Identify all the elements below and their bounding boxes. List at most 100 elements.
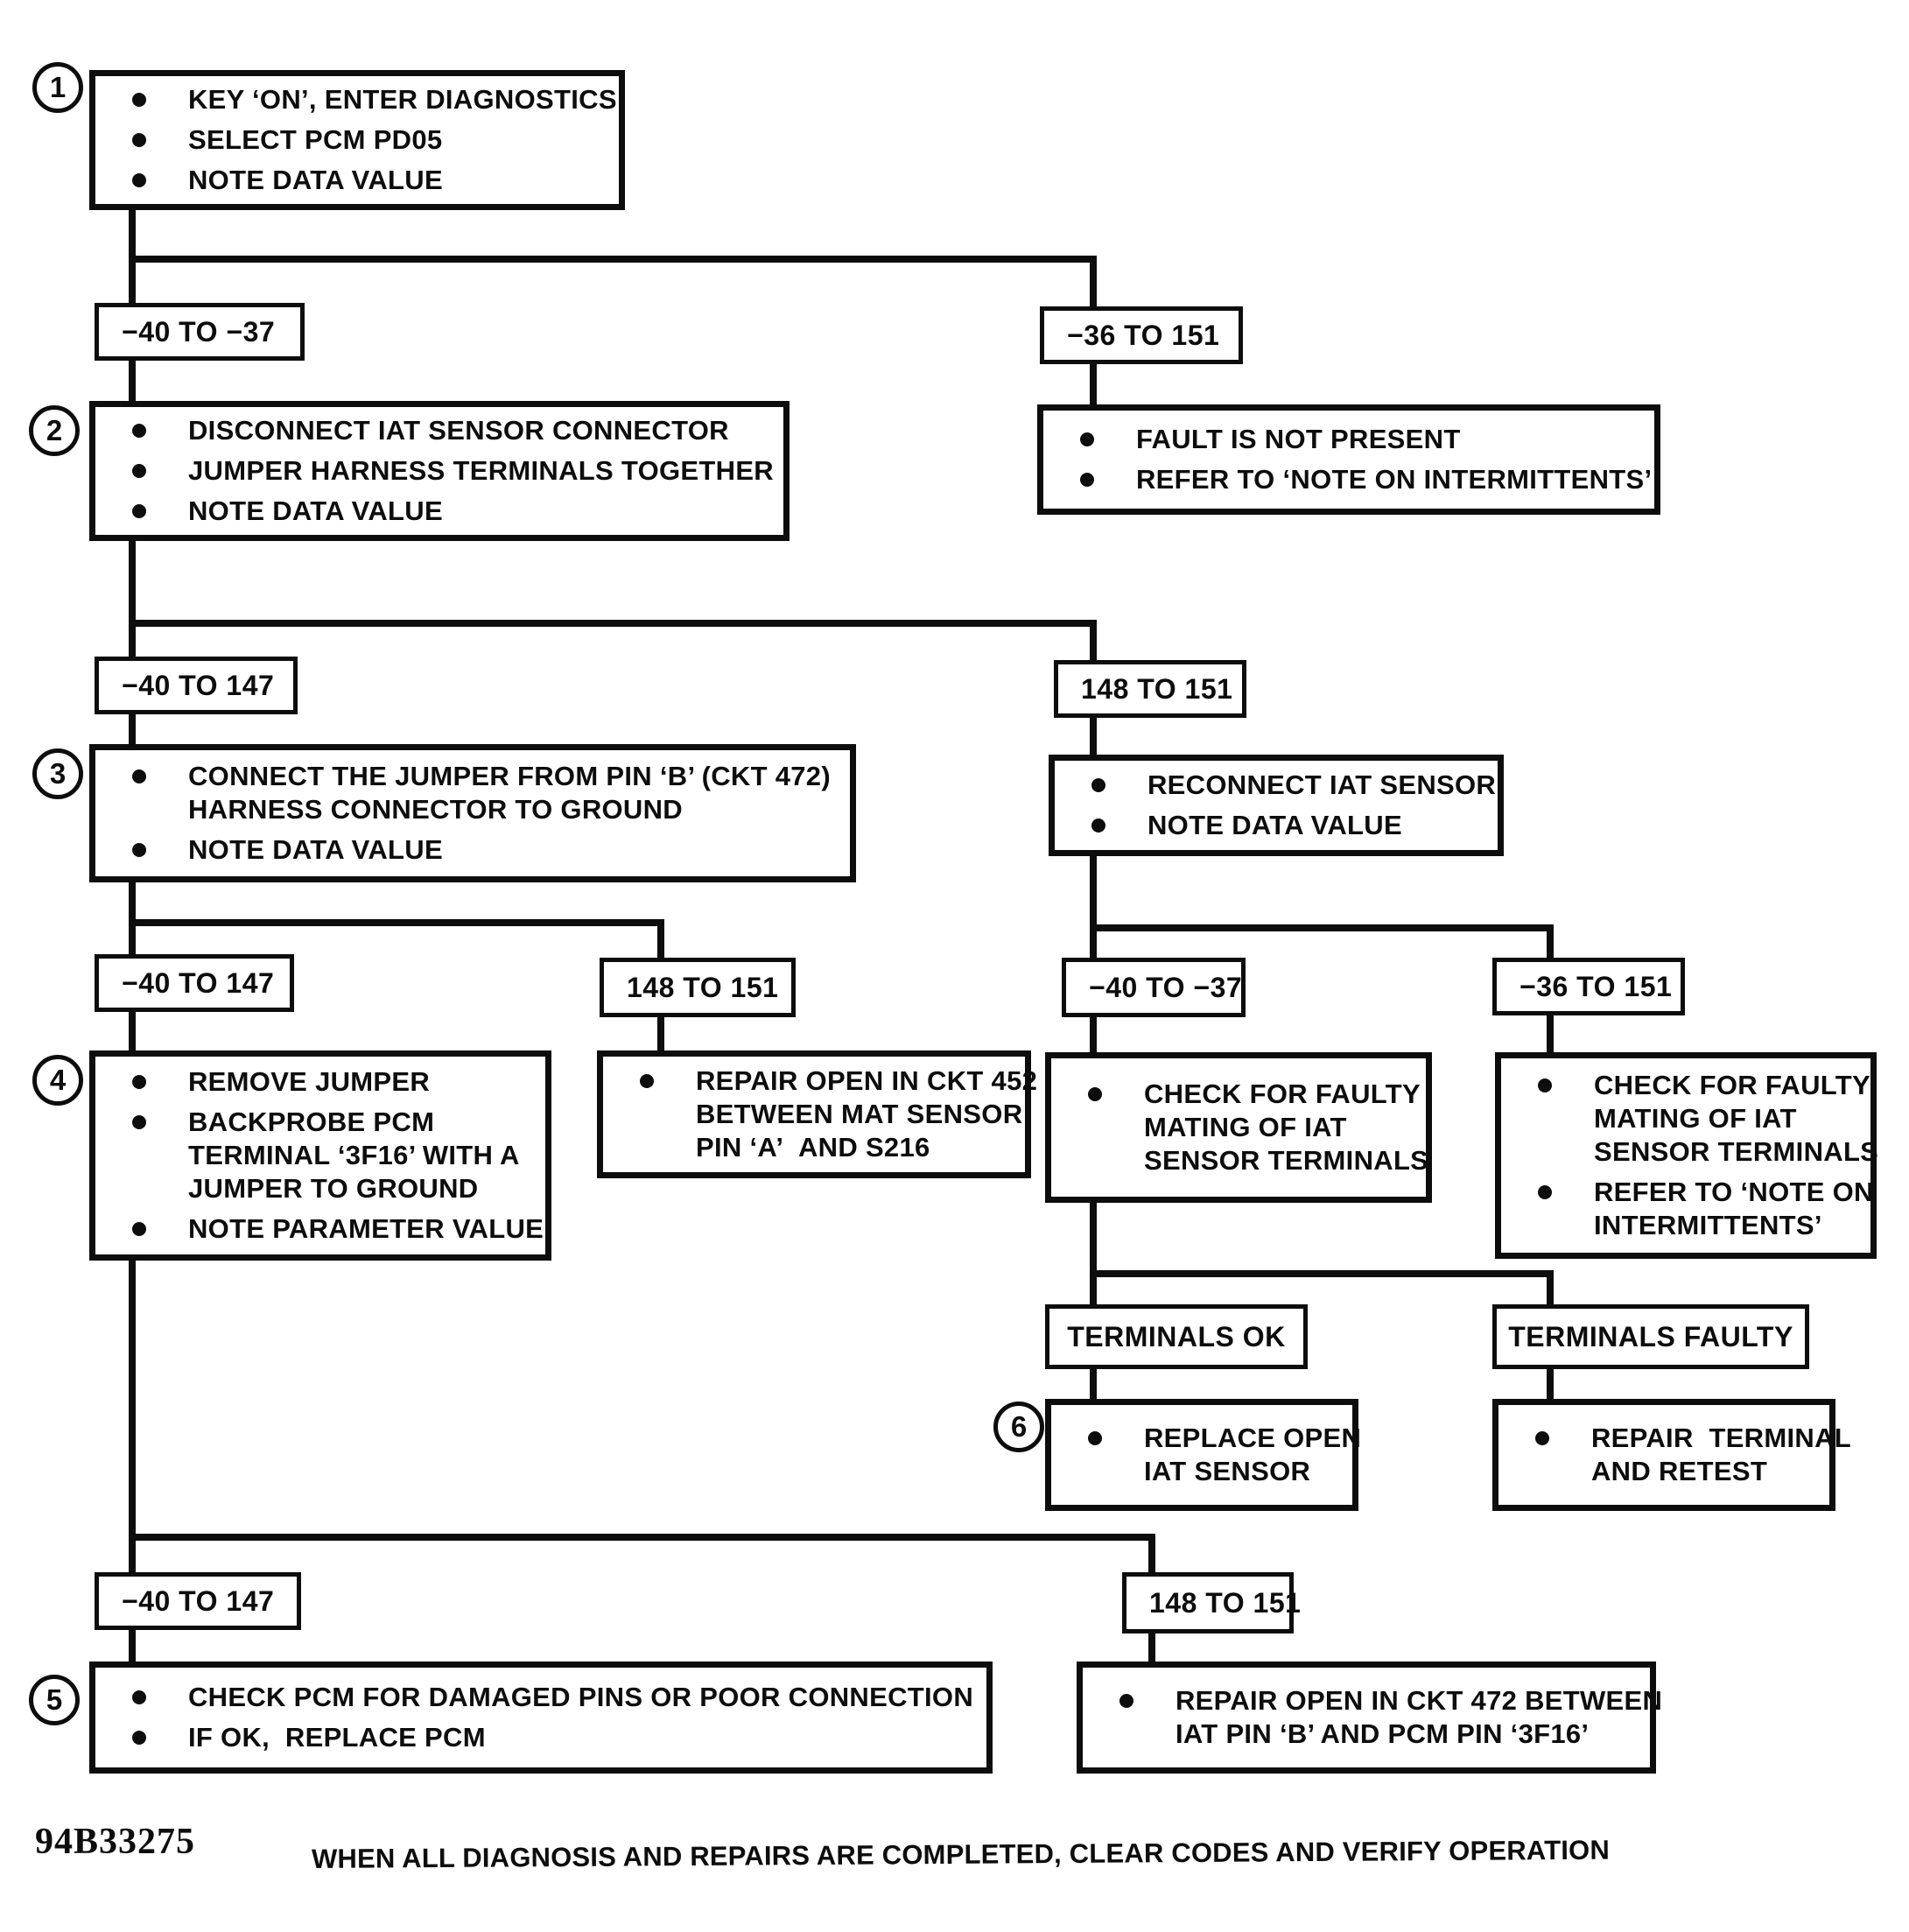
- bullet-line: IAT SENSOR: [1144, 1456, 1311, 1486]
- bullet-line: CONNECT THE JUMPER FROM PIN ‘B’ (CKT 472…: [188, 761, 831, 791]
- connector-line: [1547, 928, 1554, 968]
- connector-line: [129, 1259, 136, 1577]
- step-number-5: 5: [29, 1675, 80, 1725]
- bullet-dot: [1535, 1431, 1549, 1445]
- bullet-line: NOTE DATA VALUE: [1148, 810, 1402, 840]
- bullet-line: DISCONNECT IAT SENSOR CONNECTOR: [188, 415, 729, 446]
- bullet-line: NOTE DATA VALUE: [188, 165, 443, 195]
- bullet-line: JUMPER TO GROUND: [188, 1173, 479, 1204]
- connector-line: [129, 620, 1097, 627]
- bullet-line: REPAIR TERMINAL: [1591, 1423, 1851, 1453]
- bullet-dot: [1538, 1185, 1552, 1199]
- range-label-minus36-151: −36 TO 151: [1040, 306, 1243, 364]
- bullet-dot: [132, 504, 146, 518]
- bullet-dot: [1088, 1431, 1102, 1445]
- bullet-dot: [1088, 1087, 1102, 1101]
- bullet-item: DISCONNECT IAT SENSOR CONNECTOR: [111, 414, 768, 447]
- step-number-2: 2: [29, 405, 80, 456]
- bullet-dot: [640, 1074, 654, 1088]
- bullet-line: REPAIR OPEN IN CKT 452: [696, 1065, 1038, 1096]
- bullet-dot: [132, 769, 146, 783]
- bullet-line: REMOVE JUMPER: [188, 1066, 431, 1097]
- step1-box: KEY ‘ON’, ENTER DIAGNOSTICS SELECT PCM P…: [89, 70, 625, 210]
- step-number-1: 1: [32, 62, 83, 113]
- bullet-line: TERMINAL ‘3F16’ WITH A: [188, 1140, 520, 1170]
- bullet-item: NOTE PARAMETER VALUE: [111, 1212, 544, 1246]
- bullet-line: PIN ‘A’ AND S216: [696, 1132, 930, 1163]
- bullet-dot: [1538, 1078, 1552, 1092]
- bullet-dot: [132, 1690, 146, 1704]
- connector-line: [1547, 1012, 1554, 1059]
- bullet-line: NOTE PARAMETER VALUE: [188, 1213, 544, 1244]
- step2-box: DISCONNECT IAT SENSOR CONNECTOR JUMPER H…: [89, 401, 790, 541]
- bullet-dot: [1091, 818, 1105, 833]
- range-label-minus40-minus37: −40 TO −37: [1062, 958, 1246, 1017]
- bullet-line: CHECK FOR FAULTY: [1594, 1070, 1870, 1100]
- connector-line: [1090, 361, 1097, 410]
- bullet-item: IF OK, REPLACE PCM: [111, 1721, 971, 1754]
- bullet-line: REPLACE OPEN: [1144, 1423, 1362, 1453]
- range-label-minus40-147: −40 TO 147: [95, 954, 294, 1012]
- step3-box: CONNECT THE JUMPER FROM PIN ‘B’ (CKT 472…: [89, 744, 856, 882]
- bullet-line: IF OK, REPLACE PCM: [188, 1722, 486, 1753]
- bullet-dot: [132, 843, 146, 857]
- connector-line: [1090, 924, 1554, 931]
- bullet-line: KEY ‘ON’, ENTER DIAGNOSTICS: [188, 84, 617, 115]
- bullet-dot: [132, 173, 146, 187]
- bullet-item: REMOVE JUMPER: [111, 1065, 530, 1099]
- bullet-dot: [1091, 778, 1105, 792]
- bullet-dot: [132, 424, 146, 438]
- step5-box: CHECK PCM FOR DAMAGED PINS OR POOR CONNE…: [89, 1662, 993, 1774]
- bullet-item: NOTE DATA VALUE: [111, 164, 603, 197]
- bullet-item: FAULT IS NOT PRESENT: [1059, 423, 1639, 456]
- bullet-item: NOTE DATA VALUE: [111, 495, 768, 528]
- range-label-minus40-minus37: −40 TO −37: [95, 303, 305, 361]
- bullet-line: SENSOR TERMINALS: [1144, 1145, 1429, 1176]
- connector-line: [129, 256, 1097, 263]
- connector-line: [129, 919, 664, 926]
- connector-line: [1090, 1201, 1097, 1310]
- connector-line: [657, 923, 664, 965]
- connector-line: [1090, 1366, 1097, 1404]
- bullet-dot: [132, 133, 146, 147]
- bullet-dot: [132, 93, 146, 107]
- bullet-item: CHECK PCM FOR DAMAGED PINS OR POOR CONNE…: [111, 1681, 974, 1714]
- bullet-dot: [1080, 432, 1094, 446]
- bullet-line: NOTE DATA VALUE: [188, 495, 443, 526]
- connector-line: [129, 357, 136, 406]
- bullet-dot: [132, 1731, 146, 1745]
- terminals-ok-label: TERMINALS OK: [1045, 1304, 1308, 1369]
- bullet-line: MATING OF IAT: [1594, 1103, 1797, 1134]
- bullet-line: CHECK PCM FOR DAMAGED PINS OR POOR CONNE…: [188, 1682, 974, 1712]
- bullet-line: FAULT IS NOT PRESENT: [1136, 424, 1461, 454]
- connector-line: [1090, 1014, 1097, 1059]
- range-label-148-151: 148 TO 151: [600, 958, 796, 1017]
- bullet-dot: [132, 1222, 146, 1236]
- connector-line: [1090, 1270, 1554, 1277]
- connector-line: [129, 1008, 136, 1057]
- bullet-item: NOTE DATA VALUE: [111, 833, 834, 867]
- bullet-line: INTERMITTENTS’: [1594, 1210, 1822, 1240]
- bullet-item: JUMPER HARNESS TERMINALS TOGETHER: [111, 454, 774, 488]
- step-number-3: 3: [32, 748, 83, 799]
- bullet-dot: [132, 1075, 146, 1089]
- range-label-minus40-147: −40 TO 147: [95, 657, 298, 714]
- connector-line: [1148, 1537, 1155, 1577]
- bullet-line: BACKPROBE PCM: [188, 1107, 435, 1137]
- connector-line: [1547, 1366, 1554, 1404]
- connector-line: [1090, 714, 1097, 762]
- footer-note: WHEN ALL DIAGNOSIS AND REPAIRS ARE COMPL…: [311, 1834, 1611, 1874]
- bullet-dot: [132, 1115, 146, 1129]
- bullet-item: KEY ‘ON’, ENTER DIAGNOSTICS: [111, 83, 617, 116]
- range-label-148-151: 148 TO 151: [1122, 1572, 1301, 1633]
- bullet-item: RECONNECT IAT SENSOR: [1070, 769, 1496, 802]
